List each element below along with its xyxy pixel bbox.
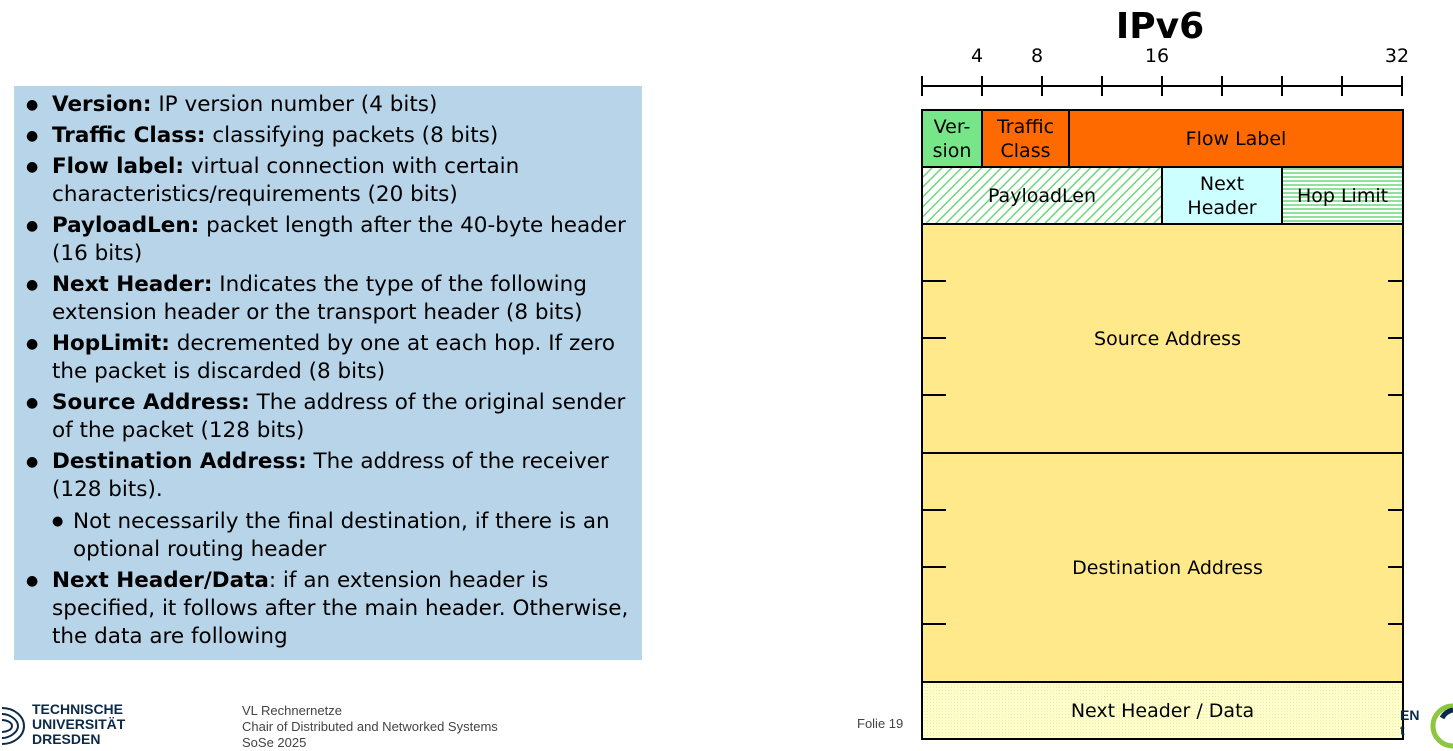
version-field bbox=[921, 109, 983, 168]
payload-len-label: PayloadLen bbox=[987, 184, 1097, 207]
logo-line-1: TECHNISCHE bbox=[32, 701, 124, 717]
bullet-next-header-data: Next Header/Data: if an extension header… bbox=[14, 567, 634, 651]
bit-label-4: 4 bbox=[970, 45, 984, 67]
footer-info: VL Rechnernetze Chair of Distributed and… bbox=[242, 703, 498, 751]
bullet-text: The address of the receiver (128 bits). bbox=[52, 449, 609, 502]
version-label: Ver- sion bbox=[922, 110, 982, 167]
partner-logo-line-1: EN bbox=[1400, 707, 1420, 723]
slide-number: Folie 19 bbox=[857, 716, 904, 731]
tu-dresden-wordmark: TECHNISCHE UNIVERSITÄT DRESDEN bbox=[32, 702, 125, 747]
bullet-term: Next Header: bbox=[52, 272, 213, 297]
footer-course: VL Rechnernetze bbox=[242, 703, 342, 718]
partner-logo-line-2: t bbox=[1400, 722, 1405, 738]
version-label-line2: sion bbox=[932, 139, 972, 162]
bullet-next-header: Next Header: Indicates the type of the f… bbox=[14, 271, 634, 327]
sub-bullet-routing: Not necessarily the final destination, i… bbox=[52, 508, 613, 564]
bit-label-16: 16 bbox=[1144, 45, 1170, 67]
bullet-text: decremented by one at each hop. If zero … bbox=[52, 331, 615, 384]
bullet-term: PayloadLen: bbox=[52, 213, 200, 238]
sub-list: Not necessarily the final destination, i… bbox=[52, 508, 634, 564]
bullet-term: Source Address: bbox=[52, 390, 250, 415]
word-separators bbox=[922, 280, 1403, 625]
partner-logo-text: EN t bbox=[1400, 708, 1419, 738]
next-header-label: Next Header bbox=[1162, 167, 1282, 224]
destination-address-label: Destination Address bbox=[1072, 556, 1263, 579]
footer-term: SoSe 2025 bbox=[242, 735, 307, 750]
bullet-hop-limit: HopLimit: decremented by one at each hop… bbox=[14, 330, 634, 386]
hop-limit-label: Hop Limit bbox=[1296, 184, 1389, 207]
flow-label-label: Flow Label bbox=[1185, 127, 1287, 150]
bullet-term: Version: bbox=[52, 92, 152, 117]
bullet-term: Next Header/Data bbox=[52, 568, 269, 593]
bullet-text: Indicates the type of the following exte… bbox=[52, 272, 587, 325]
bullet-payload-len: PayloadLen: packet length after the 40-b… bbox=[14, 212, 634, 268]
next-header-label-line2: Header bbox=[1187, 196, 1257, 219]
destination-address-field bbox=[921, 452, 1404, 683]
partner-logo-icon bbox=[1430, 703, 1453, 749]
logo-line-3: DRESDEN bbox=[32, 731, 101, 747]
version-label-line1: Ver- bbox=[933, 115, 971, 138]
diagram-title: IPv6 bbox=[1115, 6, 1205, 47]
flow-label-field bbox=[1068, 109, 1404, 168]
bullet-traffic-class: Traffic Class: classifying packets (8 bi… bbox=[14, 122, 634, 150]
bullet-text: classifying packets (8 bits) bbox=[205, 123, 499, 148]
bullet-source-address: Source Address: The address of the origi… bbox=[14, 389, 634, 445]
next-header-data-field bbox=[921, 681, 1404, 740]
bit-ruler bbox=[921, 76, 1403, 96]
field-description-box: Version: IP version number (4 bits) Traf… bbox=[14, 86, 642, 660]
bit-label-32: 32 bbox=[1384, 45, 1410, 67]
bullet-term: Flow label: bbox=[52, 154, 184, 179]
bullet-version: Version: IP version number (4 bits) bbox=[14, 91, 634, 119]
bit-label-8: 8 bbox=[1030, 45, 1044, 67]
footer-chair: Chair of Distributed and Networked Syste… bbox=[242, 719, 498, 734]
bullet-text: virtual connection with certain characte… bbox=[52, 154, 520, 207]
traffic-class-field bbox=[981, 109, 1070, 168]
bullet-text: The address of the original sender of th… bbox=[52, 390, 626, 443]
source-address-field bbox=[921, 223, 1404, 454]
traffic-class-label: Traffic Class bbox=[982, 110, 1069, 167]
next-header-label-line1: Next bbox=[1199, 172, 1245, 195]
tu-dresden-logo-icon bbox=[1, 707, 26, 745]
traffic-class-label-line2: Class bbox=[1000, 139, 1051, 162]
next-header-data-label: Next Header / Data bbox=[1070, 699, 1255, 722]
bullet-term: Traffic Class: bbox=[52, 123, 206, 148]
logo-line-2: UNIVERSITÄT bbox=[32, 716, 126, 732]
bullet-text: packet length after the 40-byte header (… bbox=[52, 213, 626, 266]
field-description-list: Version: IP version number (4 bits) Traf… bbox=[14, 86, 642, 651]
bullet-term: Destination Address: bbox=[52, 449, 307, 474]
bullet-text: IP version number (4 bits) bbox=[151, 92, 438, 117]
bullet-destination-address: Destination Address: The address of the … bbox=[14, 448, 634, 564]
traffic-class-label-line1: Traffic bbox=[996, 115, 1055, 138]
source-address-label: Source Address bbox=[1094, 327, 1241, 350]
bullet-term: HopLimit: bbox=[52, 331, 170, 356]
bullet-flow-label: Flow label: virtual connection with cert… bbox=[14, 153, 634, 209]
bullet-text: : if an extension header is specified, i… bbox=[52, 568, 629, 649]
